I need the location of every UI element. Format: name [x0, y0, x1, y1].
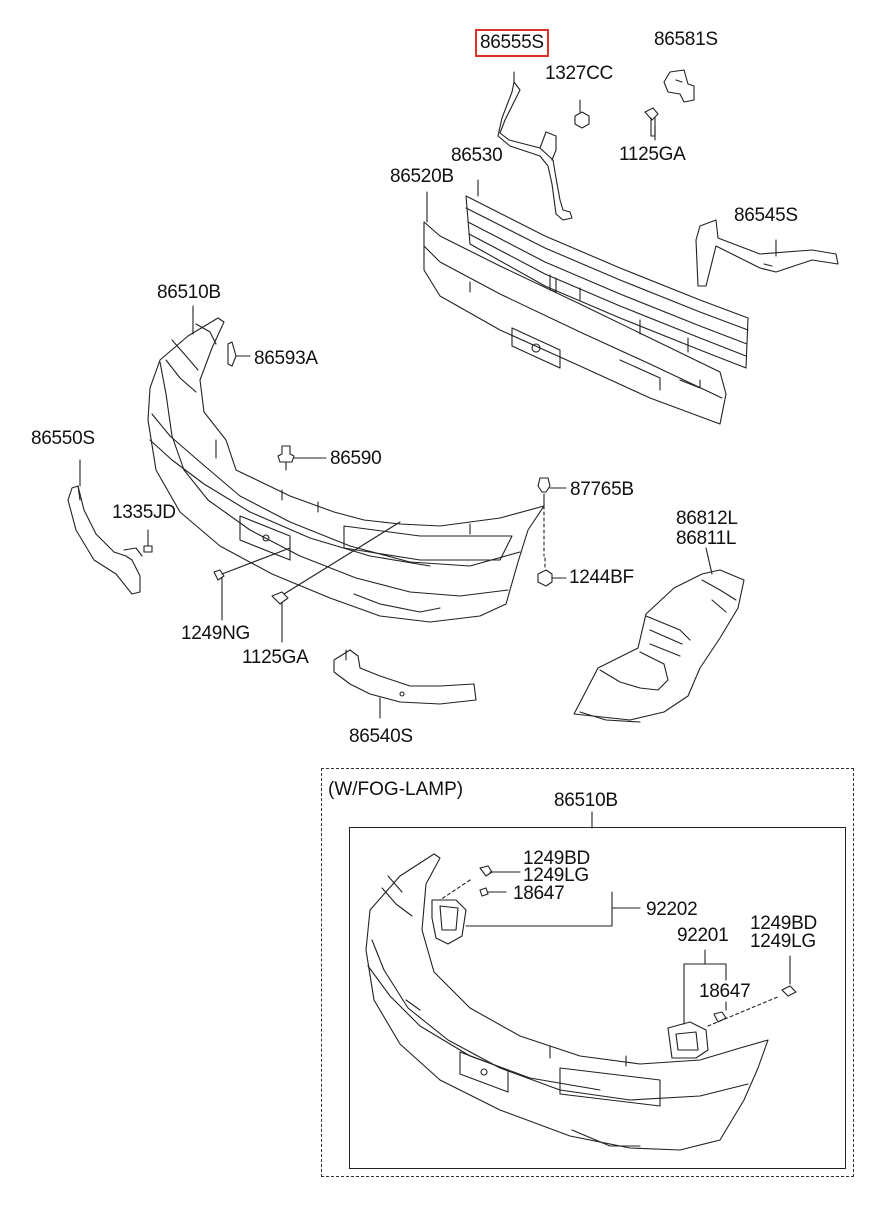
bolt-1249NG-drawing	[214, 548, 290, 620]
fog-lamp-right-drawing	[668, 950, 796, 1058]
part-label-1335JD[interactable]: 1335JD	[112, 502, 176, 523]
part-label-86540S[interactable]: 86540S	[349, 726, 413, 747]
inset-title: (W/FOG-LAMP)	[328, 779, 464, 800]
part-label-86811L[interactable]: 86811L	[676, 528, 737, 549]
part-label-86593A[interactable]: 86593A	[254, 348, 318, 369]
fog-lamp-left-drawing	[432, 866, 640, 944]
absorber-86520B-drawing	[424, 192, 726, 424]
part-label-86590[interactable]: 86590	[330, 448, 382, 469]
trim-86540S-drawing	[334, 650, 476, 718]
inset-bumper-drawing	[366, 854, 768, 1150]
part-label-18647-right[interactable]: 18647	[699, 981, 751, 1002]
part-label-1249NG[interactable]: 1249NG	[181, 623, 250, 644]
part-label-1125GA-bottom[interactable]: 1125GA	[242, 647, 309, 668]
part-label-86520B[interactable]: 86520B	[390, 166, 454, 187]
part-label-86555S[interactable]: 86555S	[475, 29, 549, 57]
clip-87765B-drawing	[538, 478, 566, 506]
part-label-92201[interactable]: 92201	[677, 925, 729, 946]
part-label-1244BF[interactable]: 1244BF	[569, 567, 634, 588]
fog-lamp-inset-box	[321, 768, 854, 1177]
moulding-86550S-drawing	[68, 460, 142, 594]
part-label-86550S[interactable]: 86550S	[31, 428, 95, 449]
part-label-86530[interactable]: 86530	[451, 145, 503, 166]
part-label-1249BD-right[interactable]: 1249BD	[750, 913, 817, 934]
clip-86590-drawing	[278, 446, 326, 470]
part-label-92202[interactable]: 92202	[646, 899, 698, 920]
bolt-1244BF-drawing	[538, 506, 566, 586]
part-label-1249BD-left[interactable]: 1249BD	[523, 848, 590, 869]
clip-86593A-drawing	[228, 342, 250, 366]
bolt-1125GA-top-drawing	[645, 108, 658, 140]
part-1335JD-drawing	[144, 530, 152, 552]
part-label-86510B-inset[interactable]: 86510B	[554, 790, 618, 811]
part-label-86510B[interactable]: 86510B	[157, 282, 221, 303]
part-label-1249LG-right[interactable]: 1249LG	[750, 931, 816, 952]
part-label-1125GA-top[interactable]: 1125GA	[619, 144, 686, 165]
bracket-86545S-drawing	[696, 220, 838, 286]
part-label-18647-left[interactable]: 18647	[513, 883, 565, 904]
part-label-1249LG-left[interactable]: 1249LG	[523, 865, 589, 886]
fog-lamp-inset-frame	[349, 827, 846, 1169]
part-label-1327CC[interactable]: 1327CC	[545, 63, 613, 84]
part-label-86581S[interactable]: 86581S	[654, 29, 718, 50]
beam-86530-drawing	[466, 180, 748, 368]
bumper-86510B-drawing	[148, 306, 544, 622]
nut-1327CC-drawing	[575, 100, 589, 128]
shield-86812L-drawing	[574, 548, 744, 722]
part-label-87765B[interactable]: 87765B	[570, 479, 634, 500]
bracket-86555S-drawing	[498, 72, 572, 220]
part-label-86545S[interactable]: 86545S	[734, 205, 798, 226]
bracket-86581S-drawing	[664, 70, 694, 102]
bolt-1125GA-bottom-drawing	[272, 522, 400, 642]
part-label-86812L[interactable]: 86812L	[676, 508, 738, 529]
